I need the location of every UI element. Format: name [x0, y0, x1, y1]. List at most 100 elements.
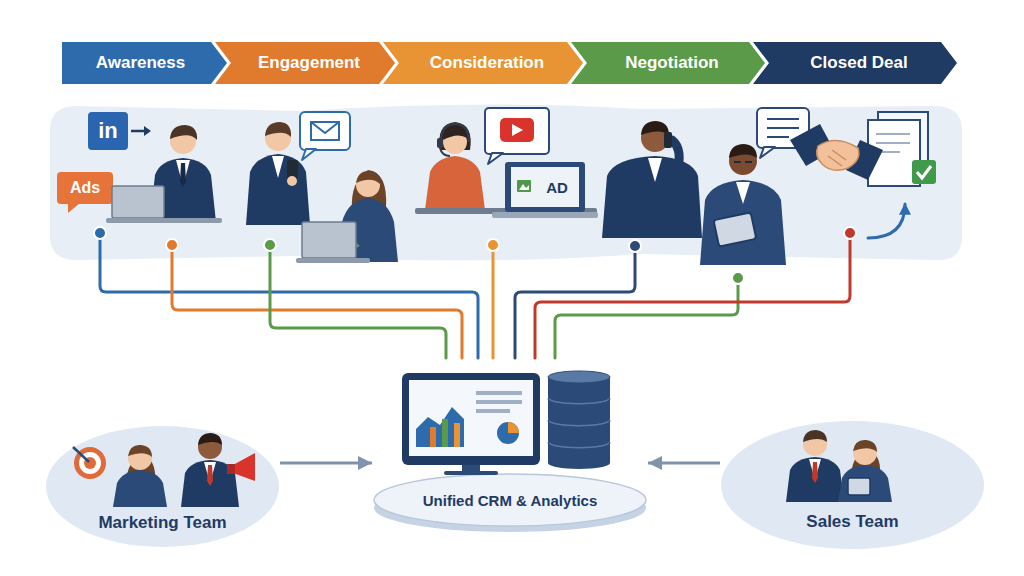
touchpoint-band: [50, 104, 962, 260]
handshake-icon: [817, 140, 859, 170]
node-label: Consideration: [430, 53, 544, 73]
oval-graphic: [113, 470, 167, 507]
headset-person: [441, 124, 469, 142]
handshake-icon: [828, 150, 846, 166]
oval-graphic: [227, 464, 235, 474]
awareness-person: [176, 160, 190, 186]
awareness-person: [170, 125, 197, 140]
laptop-person: [302, 222, 356, 258]
flow-arrow: [648, 462, 720, 465]
crm-graphic: [548, 371, 610, 383]
oval-graphic: [838, 465, 892, 502]
crm-graphic: [374, 474, 646, 526]
crm-graphic: [454, 423, 460, 447]
linkedin-icon: [88, 112, 128, 150]
chev-graphic: [753, 42, 957, 84]
wire-dots: [264, 239, 276, 251]
headset-person: [443, 127, 467, 140]
chev-graphic: [571, 42, 765, 84]
handshake-icon: [790, 112, 936, 186]
oval-graphic: [233, 453, 255, 481]
stage-chevron: Awareness: [62, 42, 227, 84]
ad-laptop: [517, 180, 531, 192]
wire-dots: [166, 239, 178, 251]
engagement-person: [272, 156, 284, 178]
oval-graphic: [786, 457, 844, 502]
data-wires: [868, 204, 905, 238]
engagement-person: [265, 122, 291, 137]
crm-graphic: [444, 471, 498, 475]
tablet-person: [700, 180, 786, 265]
handshake-icon: [912, 160, 936, 184]
node-label: Negotiation: [625, 53, 719, 73]
awareness-person: [106, 218, 222, 223]
data-wires: [555, 278, 738, 358]
icon-text: in: [98, 120, 118, 142]
tablet-person: [714, 212, 757, 246]
data-wires: [270, 245, 446, 358]
phone-person: [672, 140, 679, 176]
phone-person: [648, 158, 662, 182]
tablet-person: [700, 144, 786, 265]
oval-graphic: [853, 440, 877, 452]
ads-bubble: [57, 172, 113, 213]
wire-dots: [732, 272, 744, 284]
video-bubble: [485, 108, 549, 154]
node-label: Closed Deal: [810, 53, 907, 73]
ad-laptop: [505, 162, 585, 212]
crm-graphic: [508, 422, 519, 433]
chev-graphic: [383, 42, 583, 84]
stage-chevron: Closed Deal: [753, 42, 957, 84]
stage-chevron: Negotiation: [571, 42, 765, 84]
engagement-person: [246, 154, 310, 225]
headset-person: [437, 138, 443, 148]
stage-chevron: Engagement: [215, 42, 395, 84]
laptop-person: [296, 258, 370, 263]
ads-bubble: [68, 203, 80, 213]
headset-person: [415, 122, 597, 214]
oval-graphic: [128, 445, 152, 457]
flow-arrow: [280, 462, 372, 465]
node-label: Engagement: [258, 53, 360, 73]
data-wires: [492, 245, 495, 358]
ads-bubble: [57, 172, 113, 204]
node-label: Sales Team: [806, 512, 898, 532]
email-bubble: [311, 122, 339, 133]
oval-graphic: [803, 430, 827, 442]
laptop-person: [356, 171, 380, 184]
crm-graphic: [442, 419, 448, 447]
crm-graphic: [430, 427, 436, 447]
ad-laptop: [511, 167, 579, 207]
data-wires: [535, 233, 850, 358]
screen-text: AD: [546, 180, 568, 195]
email-bubble: [300, 112, 350, 150]
video-bubble: [512, 124, 523, 136]
awareness-person: [106, 125, 222, 223]
awareness-person: [180, 163, 186, 187]
chat-bubble: [760, 147, 775, 158]
tablet-person: [736, 182, 750, 204]
oval-graphic: [198, 433, 222, 445]
chat-bubble: [767, 119, 799, 137]
phone-person: [602, 156, 702, 238]
engagement-person: [287, 176, 297, 186]
ad-bubble-text: Ads: [70, 180, 100, 196]
laptop-person: [296, 170, 398, 263]
email-bubble: [311, 122, 339, 140]
phone-person: [664, 132, 672, 148]
team-oval: Marketing Team: [45, 425, 280, 548]
oval-graphic: [46, 426, 279, 547]
email-bubble: [300, 112, 350, 160]
team-oval: Sales Team: [720, 420, 985, 550]
data-wires: [172, 245, 462, 358]
oval-graphic: [812, 462, 818, 483]
headset-person: [425, 156, 485, 210]
node-label: Unified CRM & Analytics: [423, 492, 597, 509]
wire-dots: [844, 227, 856, 239]
handshake-icon: [917, 166, 931, 178]
node-label: Marketing Team: [98, 513, 226, 533]
touchpoint-band: [50, 104, 962, 260]
data-wires: [100, 233, 478, 358]
oval-graphic: [74, 447, 106, 479]
